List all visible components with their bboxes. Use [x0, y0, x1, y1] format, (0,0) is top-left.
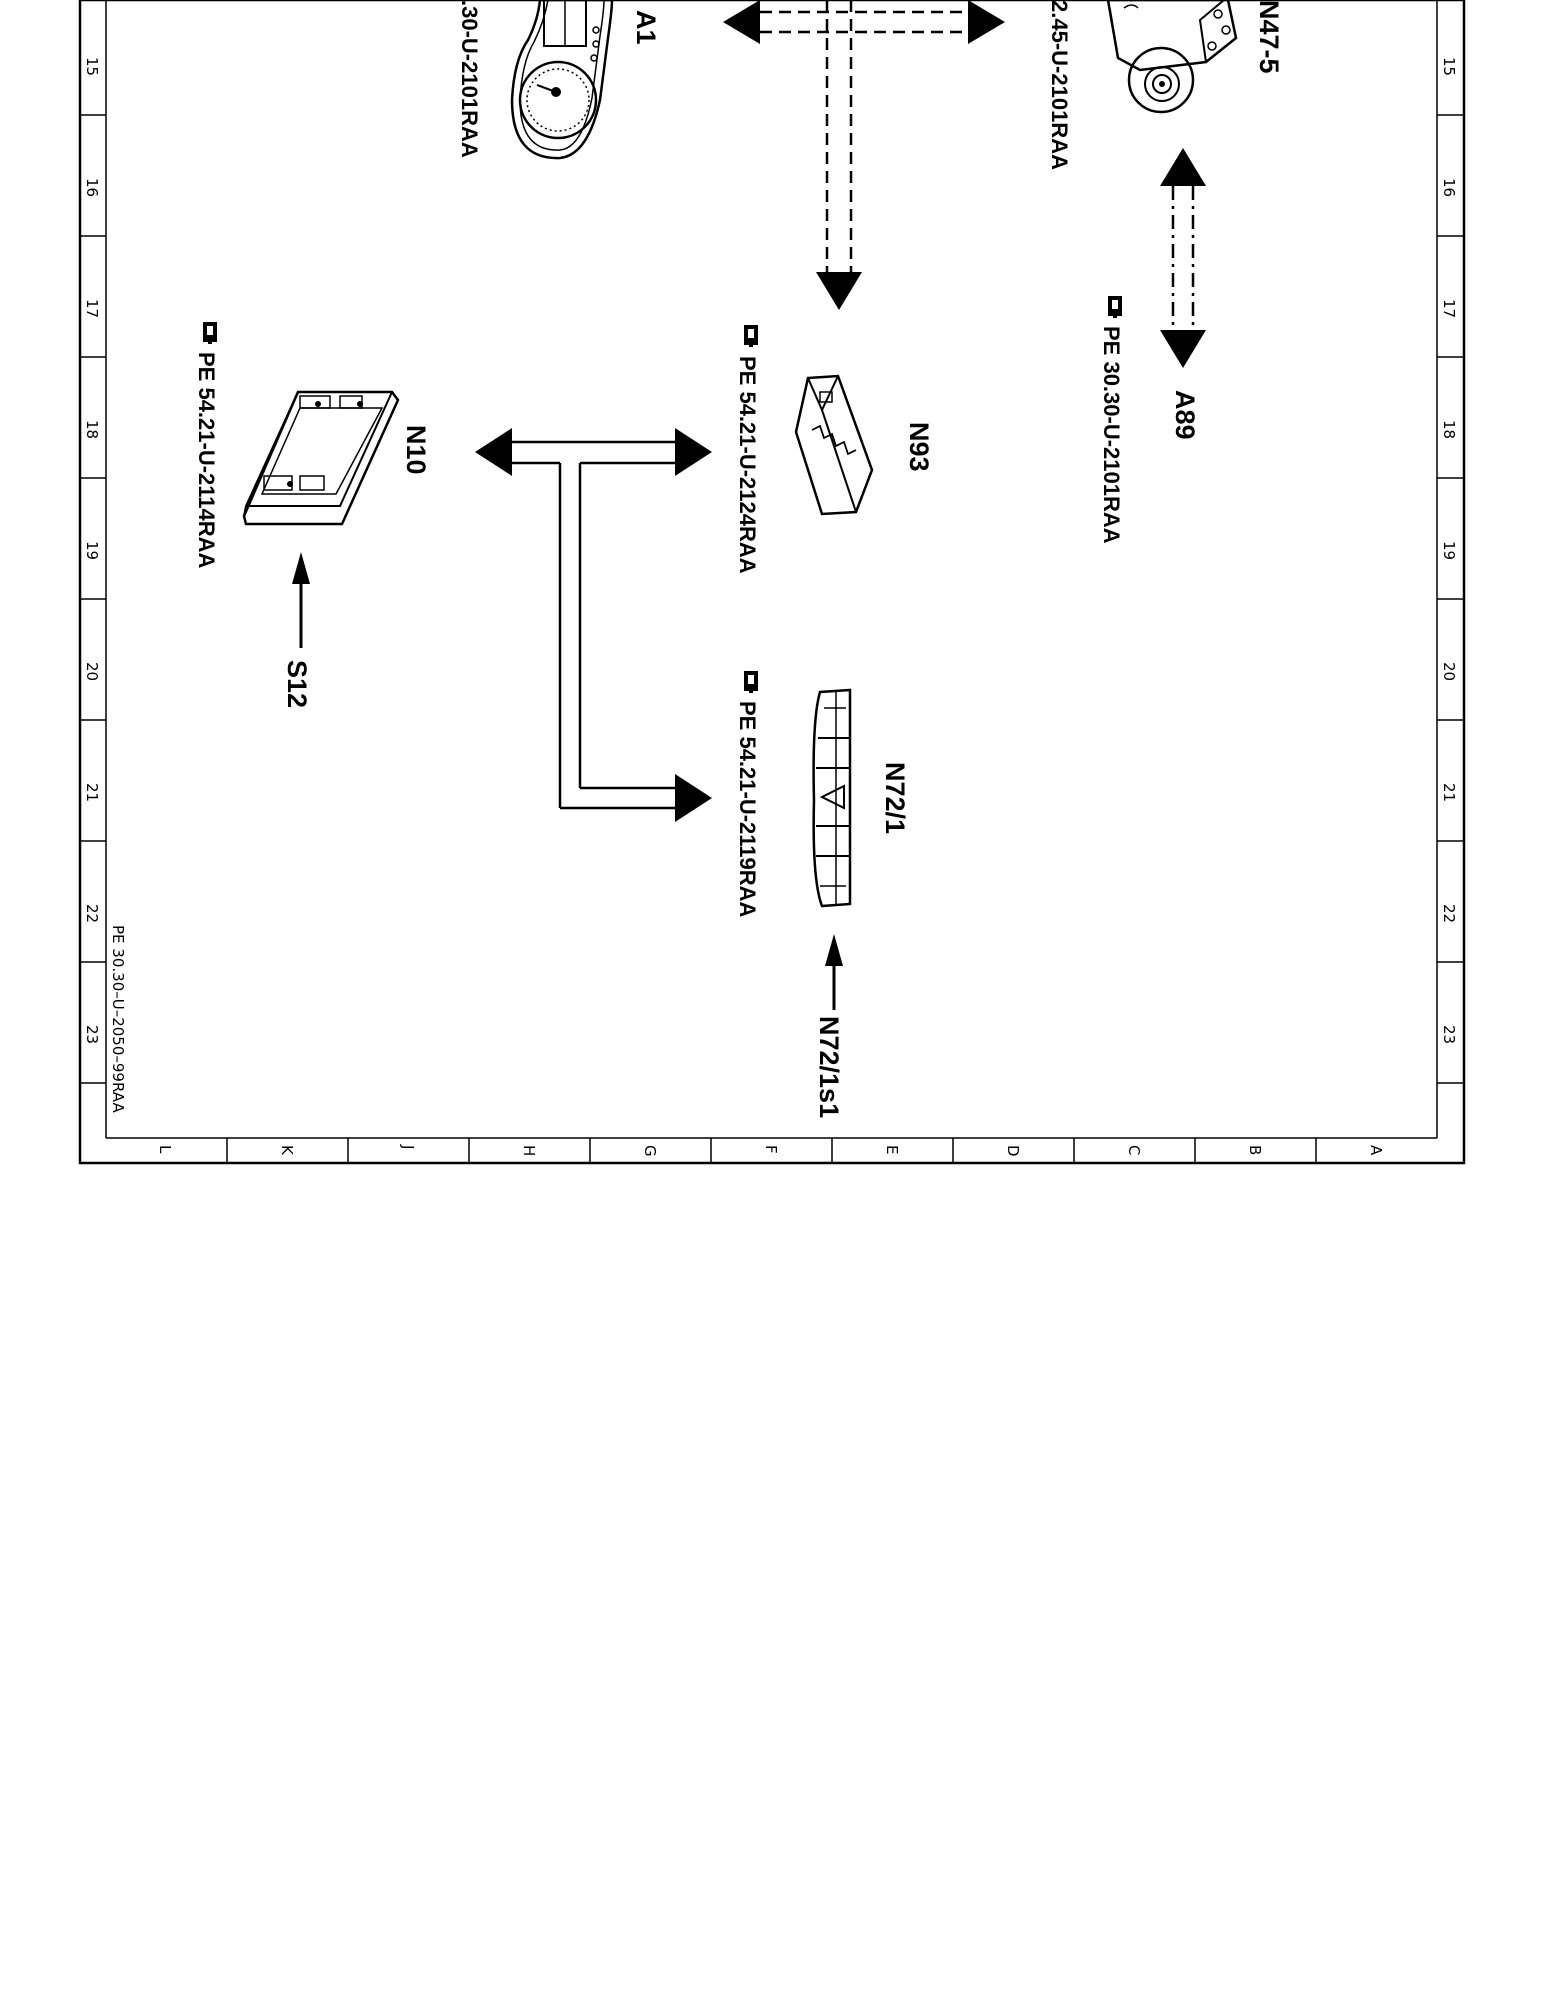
arrowhead-down [816, 272, 862, 310]
column-letter: G [641, 1145, 659, 1157]
n10-label: N10 [401, 425, 431, 475]
n47-5-reference: 2.45-U-2101RAA [1047, 0, 1072, 170]
n10-component: N10 PE 54.21-U-2114RAA [194, 322, 431, 569]
arrowhead-up [1160, 148, 1206, 186]
pointing-hand-icon [744, 325, 758, 347]
column-letter: J [399, 1144, 417, 1149]
n72-1s1-label: N72/1s1 [814, 1016, 844, 1118]
control-unit-icon [794, 374, 874, 516]
n47-5-label: N47-5 [1254, 0, 1284, 74]
column-letters: L K J H G F E D C B A [156, 1144, 1385, 1157]
a89-link [1160, 148, 1206, 368]
pointing-hand-icon [1108, 296, 1122, 318]
column-letter: D [1004, 1145, 1022, 1157]
s12-label: S12 [282, 660, 312, 708]
a89-reference: PE 30.30-U-2101RAA [1099, 326, 1124, 544]
pointing-hand-icon [744, 671, 758, 693]
hazard-triangle-icon [819, 784, 845, 810]
n72-1-component: N72/1 PE 54.21-U-2119RAA [735, 671, 910, 918]
sam-module-icon [242, 390, 400, 526]
column-letter: H [520, 1145, 538, 1156]
n93-component: N93 PE 54.21-U-2124RAA [735, 325, 934, 574]
n93-reference: PE 54.21-U-2124RAA [735, 356, 760, 574]
drawing-frame [78, 0, 1466, 1165]
column-letter: F [762, 1145, 780, 1154]
row-number-right: 22 [1440, 904, 1458, 923]
row-number-left: 19 [83, 541, 101, 560]
a89-label: A89 [1170, 390, 1200, 440]
a1-label: A1 [631, 10, 661, 45]
row-number-right: 18 [1440, 420, 1458, 439]
module-block-icon [1106, 0, 1238, 114]
arrowhead-left [475, 428, 512, 476]
arrowhead-up [825, 934, 843, 966]
a89-component: A89 PE 30.30-U-2101RAA [1099, 296, 1200, 544]
column-letter: C [1125, 1145, 1143, 1155]
column-letter: A [1367, 1145, 1385, 1156]
arrowhead-up [292, 552, 310, 584]
arrowhead-right [675, 774, 712, 822]
column-letter: B [1246, 1145, 1264, 1155]
a1-reference: .30-U-2101RAA [457, 0, 482, 158]
row-number-right: 20 [1440, 662, 1458, 681]
row-number-right: 15 [1440, 57, 1458, 76]
arrowhead-left [723, 0, 760, 44]
s12-input: S12 [282, 552, 312, 708]
row-number-right: 21 [1440, 783, 1458, 802]
a1-instrument-cluster: A1 .30-U-2101RAA [457, 0, 661, 160]
row-number-right: 23 [1440, 1025, 1458, 1044]
column-letter: K [278, 1145, 296, 1156]
n93-label: N93 [904, 422, 934, 472]
row-number-right: 17 [1440, 299, 1458, 318]
n72-1-label: N72/1 [880, 762, 910, 834]
row-number-left: 15 [83, 57, 101, 76]
row-number-left: 18 [83, 420, 101, 439]
column-letter: E [883, 1145, 901, 1154]
row-number-left: 22 [83, 904, 101, 923]
arrowhead-right [968, 0, 1005, 44]
row-numbers: 15 16 17 18 19 20 21 22 23 15 16 17 18 1… [83, 57, 1458, 1044]
instrument-cluster-icon [510, 0, 614, 160]
column-letter: L [156, 1145, 174, 1154]
n72-1s1-input: N72/1s1 [814, 934, 844, 1118]
row-number-left: 20 [83, 662, 101, 681]
drawing-number: PE 30.30–U–2050–99RAA [109, 925, 127, 1113]
pointing-hand-icon [203, 322, 217, 344]
arrowhead-right [675, 428, 712, 476]
n47-5-component: N47-5 2.45-U-2101RAA [1047, 0, 1284, 170]
row-number-right: 19 [1440, 541, 1458, 560]
dashed-bus-top [723, 0, 1005, 310]
row-number-left: 17 [83, 299, 101, 318]
row-number-left: 23 [83, 1025, 101, 1044]
arrowhead-down [1160, 330, 1206, 368]
switch-panel-icon [812, 688, 852, 908]
n10-reference: PE 54.21-U-2114RAA [194, 352, 219, 569]
row-number-left: 16 [83, 178, 101, 197]
solid-bus [475, 428, 712, 822]
row-number-left: 21 [83, 783, 101, 802]
n72-1-reference: PE 54.21-U-2119RAA [735, 701, 760, 918]
row-number-right: 16 [1440, 178, 1458, 197]
